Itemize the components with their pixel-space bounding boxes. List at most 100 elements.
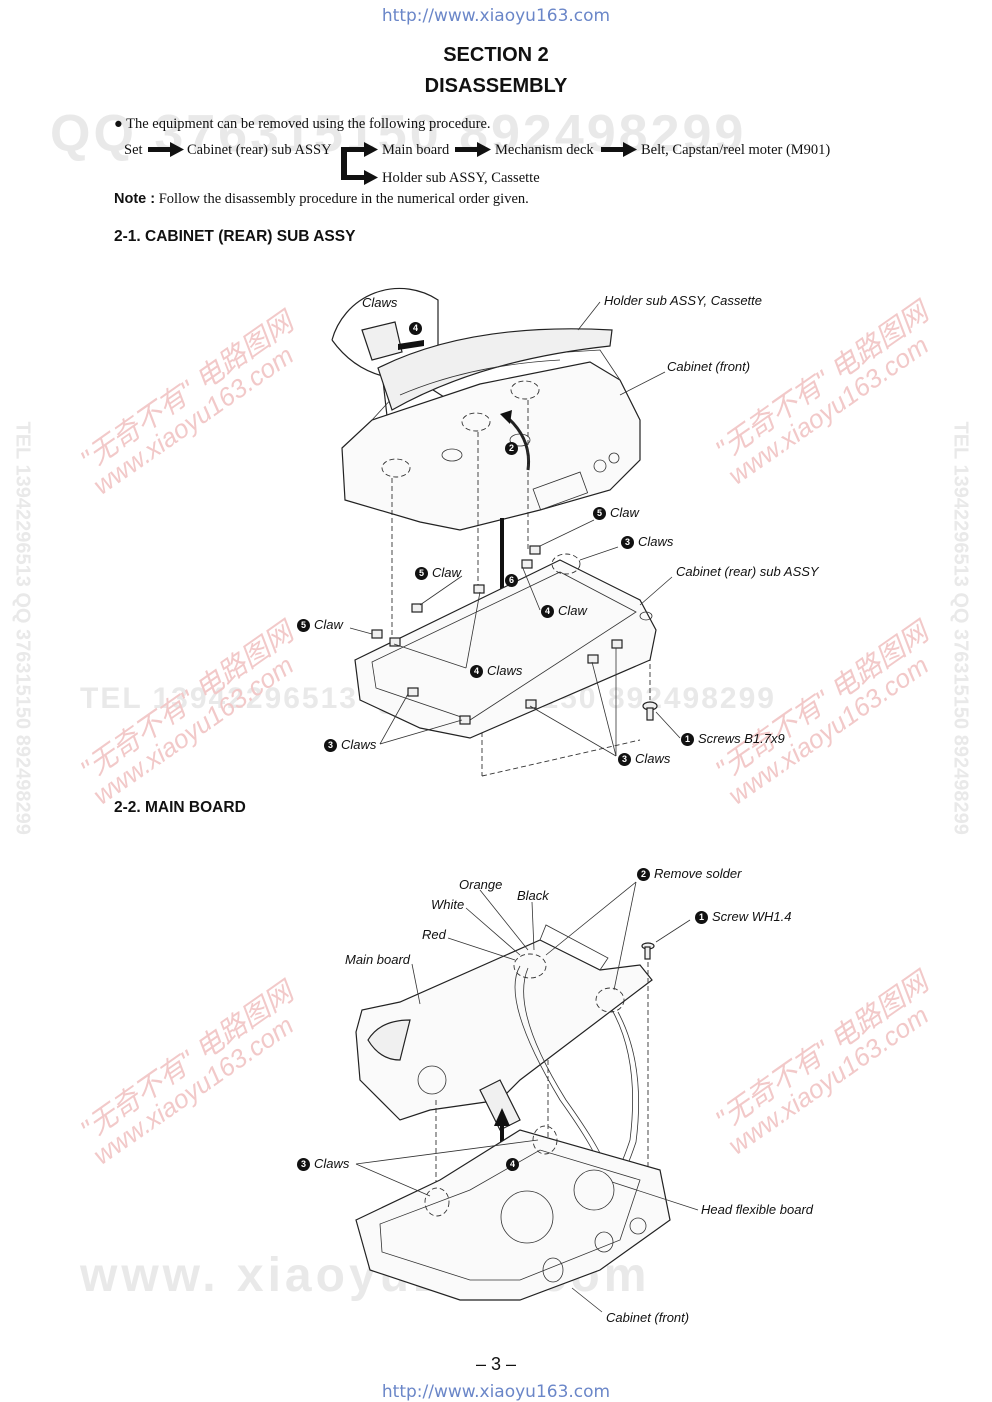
label-black: Black	[517, 888, 549, 903]
leader-claws4-b	[465, 591, 481, 669]
label-claw5-b-text: Claw	[432, 565, 461, 580]
label-screw-wh: 1 Screw WH1.4	[695, 909, 791, 924]
flow-cabinet-rear: Cabinet (rear) sub ASSY	[187, 142, 332, 158]
heading-2-1: 2-1. CABINET (REAR) SUB ASSY	[114, 228, 356, 245]
step-3-icon: 3	[297, 1158, 310, 1171]
step-5-icon: 5	[593, 507, 606, 520]
leader-claw5b	[419, 575, 463, 606]
leader-solder-1	[545, 881, 637, 956]
step-4-icon: 4	[470, 665, 483, 678]
step-3-icon: 3	[621, 536, 634, 549]
leader-claw4	[521, 565, 541, 611]
leader-black	[531, 901, 535, 951]
leader-claws-1	[355, 1163, 431, 1197]
label-claws3-a-text: Claws	[638, 534, 674, 549]
tray-claw-4	[473, 584, 485, 594]
step-2-icon: 2	[505, 442, 518, 455]
arrow-icon-2	[455, 142, 491, 157]
leader-white	[465, 907, 521, 956]
label-main-board: Main board	[345, 952, 411, 967]
holder-inner-line	[399, 359, 561, 396]
leader-screws	[655, 711, 681, 739]
leader-red	[447, 937, 516, 961]
main-board-gear	[417, 1065, 447, 1095]
label-screw-wh-text: Screw WH1.4	[712, 909, 792, 924]
step-1-icon: 1	[695, 911, 708, 924]
flow-holder: Holder sub ASSY, Cassette	[382, 170, 540, 186]
main-board-connector	[367, 1019, 411, 1061]
footer-url-link[interactable]: http://www.xiaoyu163.com	[381, 1382, 611, 1402]
cabinet-front-body	[341, 361, 641, 531]
main-board-body	[355, 939, 653, 1121]
label-claws4-text: Claws	[487, 663, 523, 678]
leader-claw5a	[539, 519, 595, 547]
label-claws-2-2-text: Claws	[314, 1156, 350, 1171]
step-4-icon: 4	[409, 322, 422, 335]
label-claw5-a-text: Claw	[610, 505, 639, 520]
front-knob-2	[608, 452, 620, 464]
leader-claws3c-b	[591, 661, 617, 757]
leader-claws3c-a	[529, 705, 617, 757]
leader-main-board	[411, 963, 421, 1005]
screw-wh-shaft-icon	[644, 946, 651, 960]
leader-holder	[577, 301, 601, 331]
intro-text: ● The equipment can be removed using the…	[114, 116, 491, 133]
diagram-cabinet-rear	[331, 287, 681, 777]
step-5-icon: 5	[415, 567, 428, 580]
step-6-icon: 6	[505, 574, 518, 587]
up-arrow-head-icon	[494, 1108, 510, 1126]
solder-point-2	[595, 987, 625, 1013]
page-number: – 3 –	[475, 1354, 517, 1374]
label-claw4: 4 Claw	[541, 603, 587, 618]
tray-claw-2	[389, 637, 401, 647]
claw-mark-1	[381, 458, 411, 478]
tray-claw-10	[459, 715, 471, 725]
front-controls	[532, 471, 589, 511]
header-url-link[interactable]: http://www.xiaoyu163.com	[381, 6, 611, 26]
label-cabinet-front-2: Cabinet (front)	[606, 1310, 690, 1325]
screw-shaft-icon	[646, 707, 654, 721]
wire-3	[611, 1009, 634, 1181]
leader-orange	[479, 889, 529, 951]
claw-mark-3	[510, 380, 540, 400]
label-head-flex: Head flexible board	[701, 1202, 814, 1217]
reel-circle-left	[500, 1190, 554, 1244]
label-claws-2-2: 3 Claws	[297, 1156, 349, 1171]
detail-circle-outline	[331, 287, 439, 379]
cabinet-rear-tray	[354, 559, 657, 739]
step-4-icon: 4	[541, 605, 554, 618]
guide-5	[481, 739, 641, 777]
cabinet-front-bottom-inner	[379, 1149, 641, 1281]
flow-arrows	[148, 142, 637, 185]
cabinet-front-bottom	[355, 1129, 671, 1301]
step-1-icon: 1	[681, 733, 694, 746]
branch-bracket-icon	[341, 142, 378, 185]
front-button-1	[542, 1257, 564, 1283]
note: Note : Follow the disassembly procedure …	[114, 191, 529, 208]
label-screws-text: Screws B1.7x9	[698, 731, 785, 746]
label-holder: Holder sub ASSY, Cassette	[604, 293, 763, 308]
front-button-2	[594, 1231, 614, 1253]
tray-claw-9	[407, 687, 419, 697]
tray-hole	[639, 611, 653, 621]
bullet-icon: ●	[114, 116, 123, 132]
tray-claw-11	[525, 699, 537, 709]
leader-head-flex	[611, 1181, 699, 1211]
note-text: Follow the disassembly procedure in the …	[158, 191, 529, 207]
heading-2-2: 2-2. MAIN BOARD	[114, 799, 246, 816]
leader-cabinet-front	[619, 371, 666, 396]
holder-cassette-lid	[377, 328, 613, 411]
label-claw5-a: 5 Claw	[593, 505, 639, 520]
claw-mark-5	[424, 1187, 450, 1217]
detail-arrow-icon	[398, 340, 424, 350]
step-3-icon: 3	[618, 753, 631, 766]
tray-claw-8	[611, 639, 623, 649]
leader-screw	[655, 919, 691, 943]
label-claw4-text: Claw	[558, 603, 587, 618]
leader-claws3b-a	[379, 693, 409, 745]
leader-cabinet-front-2	[571, 1287, 603, 1313]
leader-claws3a	[579, 546, 619, 561]
